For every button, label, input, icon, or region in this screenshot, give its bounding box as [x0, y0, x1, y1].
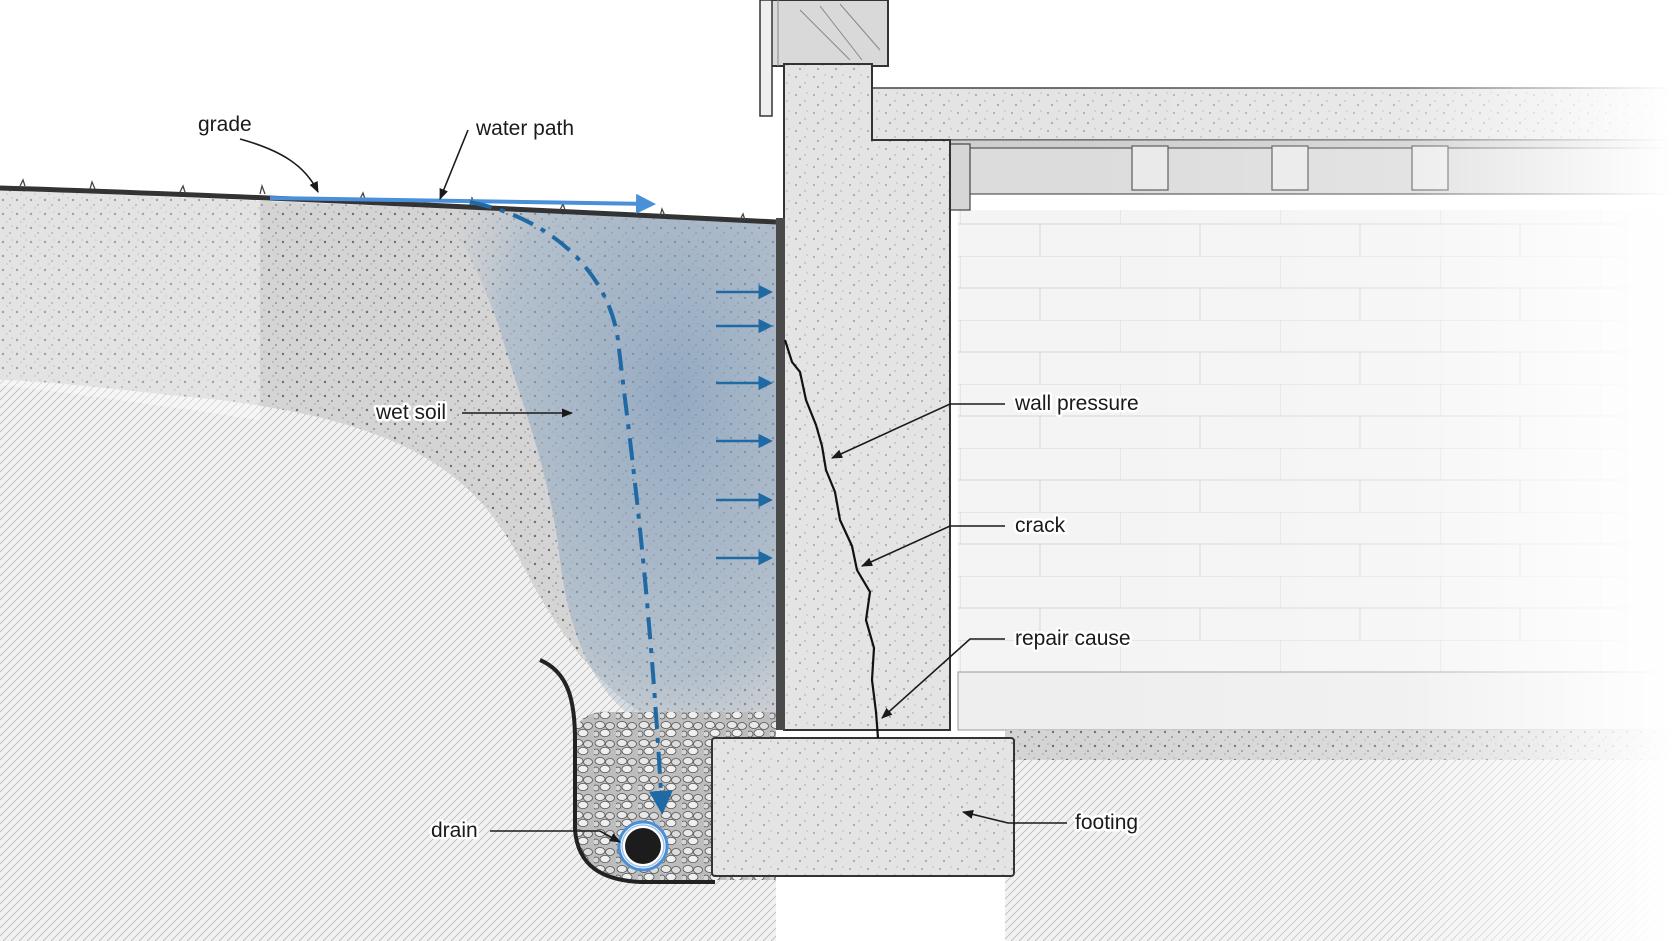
backfill-fade	[0, 190, 260, 420]
wall-crack	[783, 339, 880, 739]
pressure-arrows	[716, 284, 773, 566]
footing	[711, 737, 1015, 877]
label-wall-pressure: wall pressure	[1014, 392, 1139, 415]
callout-footing: footing	[961, 809, 1141, 837]
drain-pipe	[617, 820, 669, 872]
callout-crack: crack	[860, 512, 1068, 567]
wood-wall-framing	[767, 0, 889, 67]
sheathing	[759, 0, 773, 117]
label-footing: footing	[1075, 811, 1138, 834]
label-crack: crack	[1015, 514, 1066, 537]
label-repair-cause: repair cause	[1015, 627, 1131, 650]
grade-surface	[0, 185, 777, 225]
waterproof-membrane	[776, 218, 785, 730]
callout-grade: grade	[196, 111, 319, 194]
wood-grain	[777, 0, 881, 66]
filter-fabric	[539, 658, 715, 884]
callout-wall-pressure: wall pressure	[830, 390, 1141, 459]
wet-soil-zone	[440, 205, 776, 745]
label-grade: grade	[198, 113, 252, 136]
label-wet-soil: wet soil	[375, 401, 446, 424]
label-water-path: water path	[475, 117, 574, 140]
callout-water-path: water path	[439, 115, 577, 201]
callout-repair-cause: repair cause	[881, 625, 1133, 719]
foundation-wall	[783, 63, 951, 731]
surface-runoff-arrow	[269, 193, 656, 214]
water-path-line	[469, 200, 673, 815]
interior-fade	[1080, 0, 1672, 941]
callout-drain: drain	[429, 817, 621, 845]
callout-wet-soil: wet soil	[373, 399, 574, 427]
label-drain: drain	[431, 819, 478, 842]
